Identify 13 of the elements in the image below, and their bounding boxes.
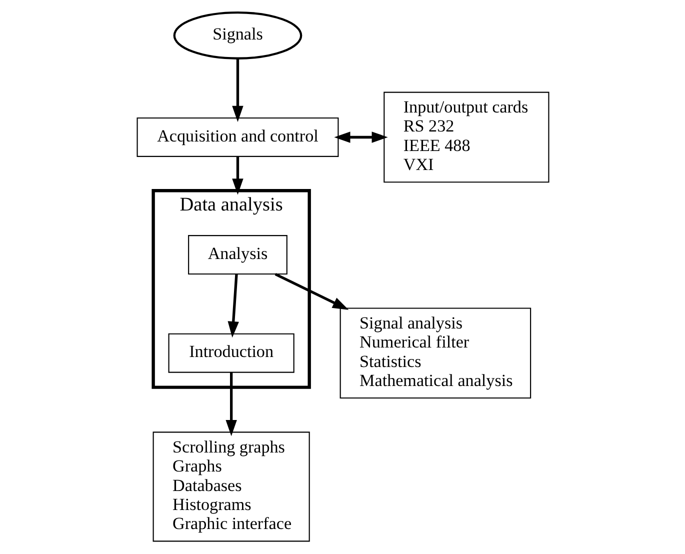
arrow bbox=[227, 274, 238, 338]
arrow bbox=[232, 58, 243, 122]
arrow bbox=[334, 132, 388, 143]
arrow bbox=[274, 272, 348, 310]
arrow bbox=[232, 156, 243, 195]
node-box: Signal analysis Numerical filter Statistics Mathematical analysis bbox=[339, 308, 531, 399]
node-box: Analysis bbox=[188, 235, 287, 275]
node-box: Scrolling graphs Graphs Databases Histograms Graphic interface bbox=[152, 432, 310, 542]
node-box: Introduction bbox=[168, 333, 294, 373]
node-box: Input/output cards RS 232 IEEE 488 VXI bbox=[383, 92, 549, 183]
arrow bbox=[225, 372, 236, 436]
node-box: Acquisition and control bbox=[136, 117, 338, 157]
node-ellipse: Signals bbox=[172, 12, 302, 60]
